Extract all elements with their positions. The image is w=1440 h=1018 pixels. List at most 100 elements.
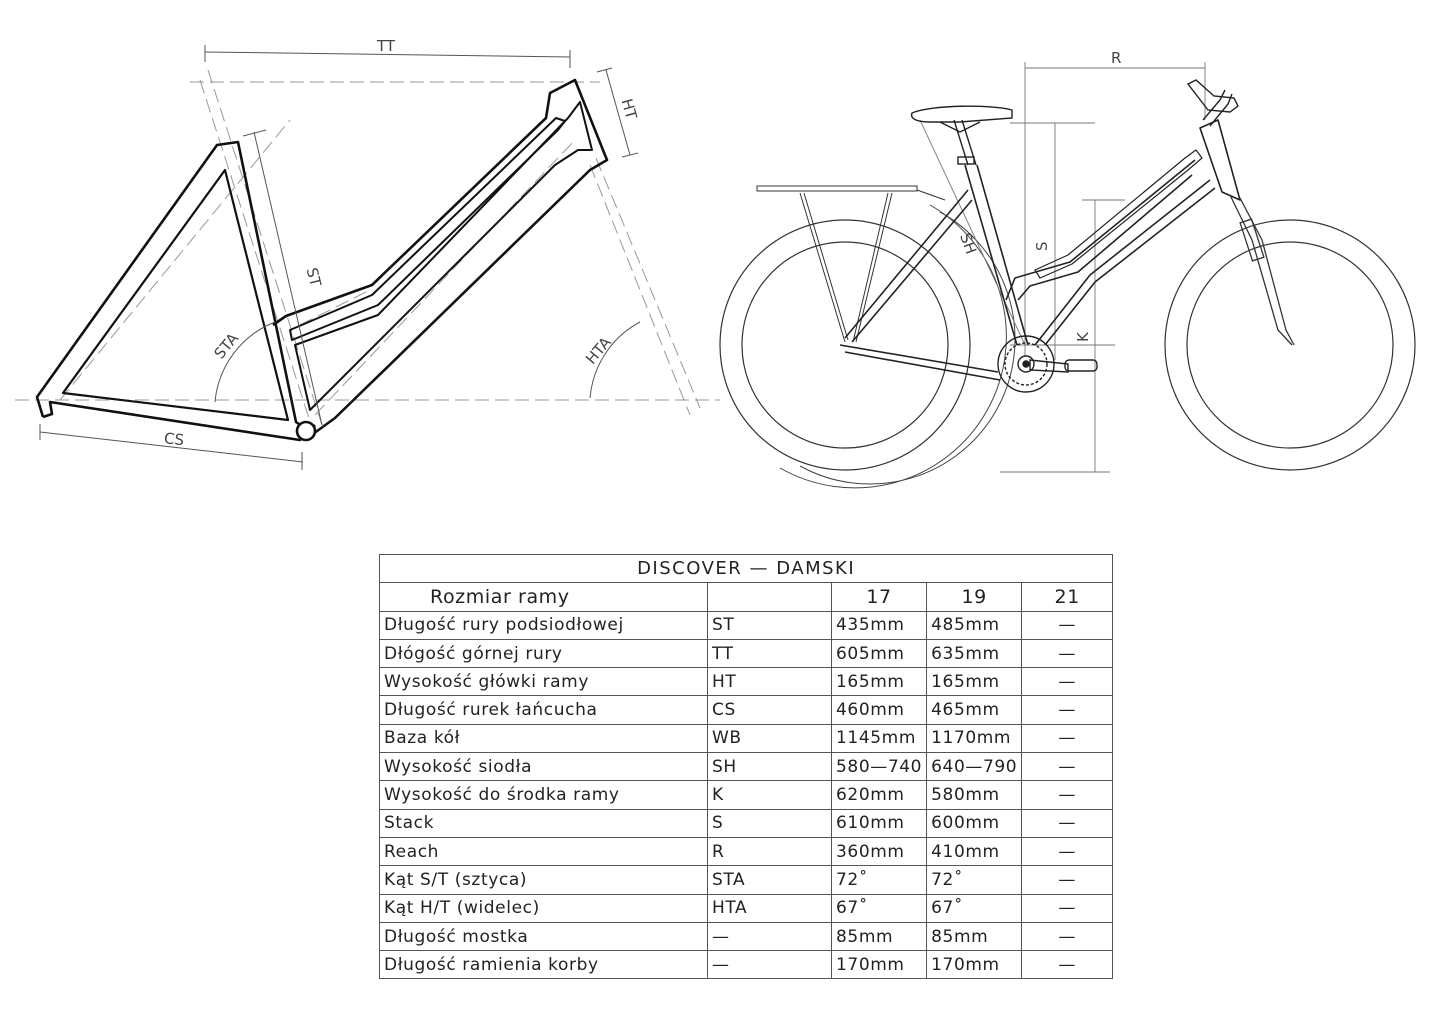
header-size-19: 19 — [926, 582, 1023, 612]
row-code: ST — [707, 610, 832, 640]
row-size-17: 170mm — [830, 950, 928, 980]
row-size-19: 485mm — [926, 610, 1023, 640]
row-code: R — [707, 836, 832, 867]
row-size-19: 170mm — [926, 950, 1023, 980]
row-code: WB — [707, 723, 832, 754]
row-label: Długość rury podsiodłowej — [379, 610, 708, 640]
cs-label: CS — [163, 429, 185, 449]
row-size-21: — — [1021, 667, 1114, 697]
row-size-21: — — [1021, 836, 1114, 867]
geometry-drawing: TT HT ST STA HTA CS — [15, 37, 1416, 489]
row-size-19: 465mm — [926, 695, 1023, 725]
bike-diagram: R S SH K — [719, 49, 1416, 489]
row-size-17: 435mm — [830, 610, 928, 640]
row-size-21: — — [1021, 921, 1114, 952]
row-size-19: 640—790 — [926, 752, 1023, 782]
row-size-19: 85mm — [926, 921, 1023, 952]
row-size-21: — — [1021, 752, 1114, 782]
row-label: Długość mostka — [379, 921, 708, 952]
row-code: S — [707, 808, 832, 838]
row-code: HTA — [707, 893, 832, 923]
row-size-17: 605mm — [830, 638, 928, 669]
r-label: R — [1111, 49, 1121, 67]
header-size-21: 21 — [1021, 582, 1114, 612]
row-size-19: 600mm — [926, 808, 1023, 838]
row-size-21: — — [1021, 610, 1114, 640]
row-code: STA — [707, 865, 832, 895]
row-size-17: 610mm — [830, 808, 928, 838]
row-label: Dłógość górnej rury — [379, 638, 708, 669]
table-header-row: Rozmiar ramy 17 19 21 — [379, 582, 1114, 612]
row-label: Reach — [379, 836, 708, 867]
row-label: Długość ramienia korby — [379, 950, 708, 980]
row-size-17: 67˚ — [830, 893, 928, 923]
row-code: CS — [707, 695, 832, 725]
tt-label: TT — [376, 37, 396, 55]
hta-label: HTA — [582, 333, 615, 368]
row-label: Wysokość główki ramy — [379, 667, 708, 697]
row-size-19: 67˚ — [926, 893, 1023, 923]
row-size-21: — — [1021, 950, 1114, 980]
row-label: Stack — [379, 808, 708, 838]
row-code: K — [707, 780, 832, 810]
k-label: K — [1074, 331, 1092, 342]
row-code: HT — [707, 667, 832, 697]
row-size-19: 580mm — [926, 780, 1023, 810]
row-size-17: 620mm — [830, 780, 928, 810]
row-size-19: 72˚ — [926, 865, 1023, 895]
row-label: Baza kół — [379, 723, 708, 754]
row-label: Kąt H/T (widelec) — [379, 893, 708, 923]
row-size-21: — — [1021, 893, 1114, 923]
row-size-19: 410mm — [926, 836, 1023, 867]
row-size-17: 1145mm — [830, 723, 928, 754]
header-size-17: 17 — [830, 582, 928, 612]
frame-diagram: TT HT ST STA HTA CS — [15, 37, 720, 470]
s-label: S — [1033, 241, 1051, 251]
table-title-row: DISCOVER — DAMSKI — [378, 553, 1114, 584]
row-size-17: 165mm — [830, 667, 928, 697]
sh-label: SH — [956, 231, 980, 257]
header-code — [707, 582, 832, 612]
row-size-17: 360mm — [830, 836, 928, 867]
row-size-19: 165mm — [926, 667, 1023, 697]
row-label: Wysokość do środka ramy — [379, 780, 708, 810]
row-label: Długość rurek łańcucha — [379, 695, 708, 725]
table-title: DISCOVER — DAMSKI — [378, 553, 1114, 584]
sta-label: STA — [211, 329, 243, 362]
row-size-21: — — [1021, 723, 1114, 754]
header-frame-size: Rozmiar ramy — [379, 582, 708, 612]
row-size-19: 635mm — [926, 638, 1023, 669]
row-label: Wysokość siodła — [379, 752, 708, 782]
row-size-21: — — [1021, 780, 1114, 810]
row-code: — — [707, 921, 832, 952]
row-size-21: — — [1021, 808, 1114, 838]
row-size-21: — — [1021, 695, 1114, 725]
geometry-table: DISCOVER — DAMSKI Rozmiar ramy 17 19 21 … — [378, 553, 1114, 980]
row-size-17: 460mm — [830, 695, 928, 725]
row-size-19: 1170mm — [926, 723, 1023, 754]
st-label: ST — [303, 266, 325, 289]
row-size-21: — — [1021, 865, 1114, 895]
row-code: — — [707, 950, 832, 980]
row-size-17: 72˚ — [830, 865, 928, 895]
row-label: Kąt S/T (sztyca) — [379, 865, 708, 895]
row-size-21: — — [1021, 638, 1114, 669]
row-size-17: 85mm — [830, 921, 928, 952]
row-code: TT — [707, 638, 832, 669]
ht-label: HT — [618, 97, 641, 122]
row-size-17: 580—740 — [830, 752, 928, 782]
